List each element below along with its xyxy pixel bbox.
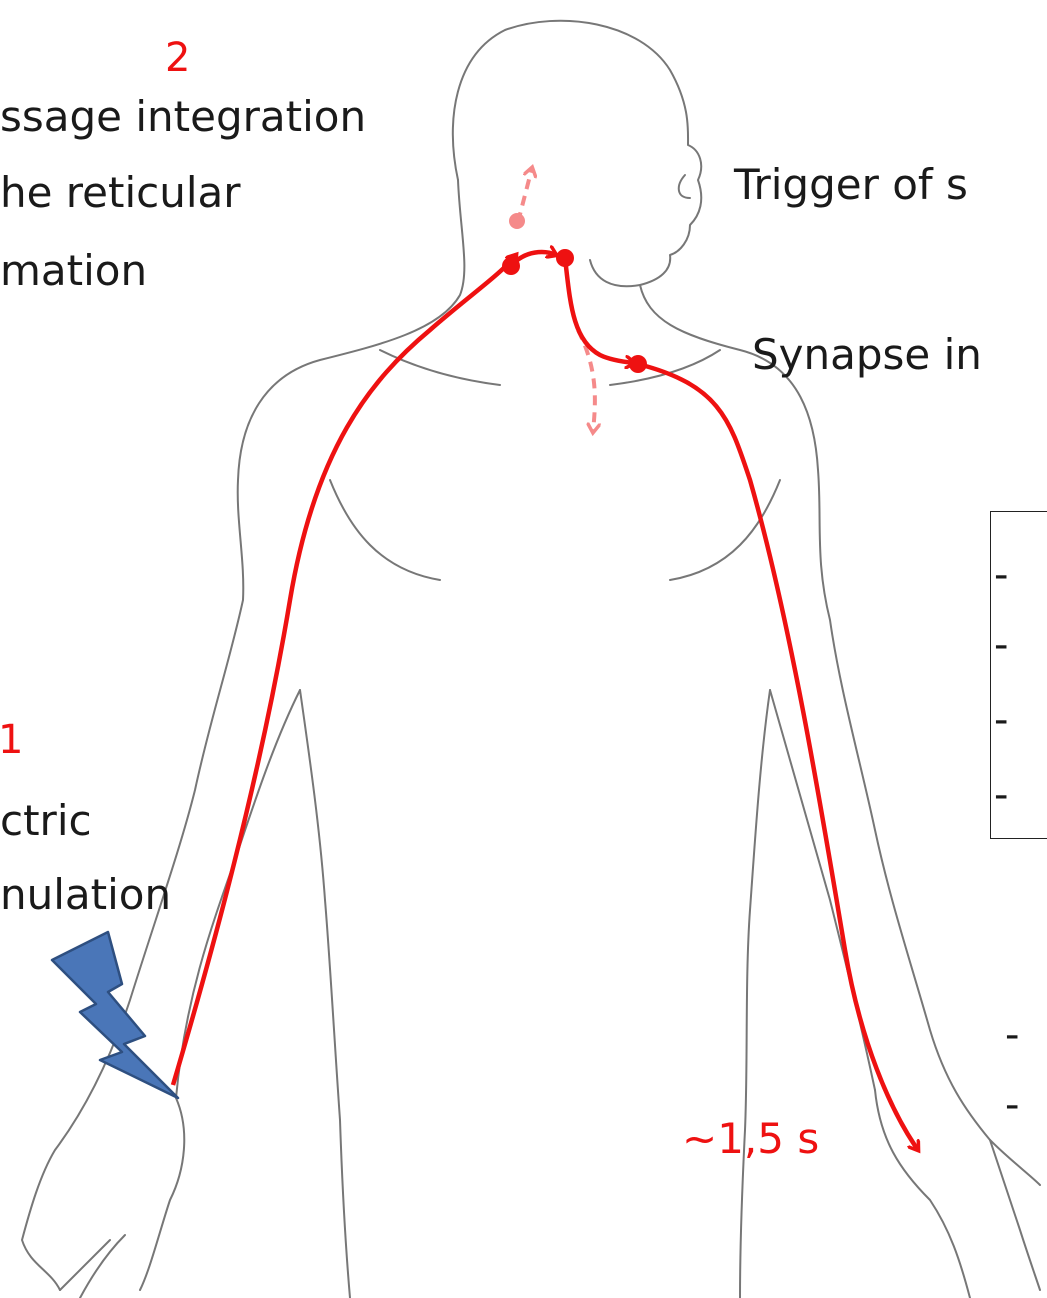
right-arm-outer xyxy=(640,285,1040,1185)
ear-outline xyxy=(679,175,690,198)
clavicle-right xyxy=(610,350,720,385)
branch-node xyxy=(509,213,525,229)
left-torso xyxy=(300,690,350,1298)
step2-line1: ssage integration xyxy=(0,96,366,138)
clavicle-left xyxy=(380,350,500,385)
box-item-1: - xyxy=(994,552,1008,598)
bottom-item-2: - xyxy=(1005,1082,1019,1128)
bottom-item-1: - xyxy=(1005,1012,1019,1058)
box-item-4: - xyxy=(994,772,1008,818)
step1-line2: nulation xyxy=(0,874,171,916)
box-item-3: - xyxy=(994,697,1008,743)
right-arm-inner xyxy=(770,690,875,1090)
timing-label: ~1,5 s xyxy=(682,1118,819,1160)
step1-line1: ctric xyxy=(0,800,92,842)
efferent-pathway xyxy=(638,364,918,1150)
step1-number: 1 xyxy=(0,720,23,760)
head-outline xyxy=(453,21,701,287)
synapse-node-3 xyxy=(629,355,647,373)
descending-pathway xyxy=(565,258,634,363)
synapse-label: Synapse in xyxy=(752,334,982,376)
step2-line3: mation xyxy=(0,250,147,292)
step2-number: 2 xyxy=(165,38,190,78)
synapse-node-2 xyxy=(556,249,574,267)
right-torso xyxy=(740,690,770,1298)
trigger-label: Trigger of s xyxy=(734,164,968,206)
box-item-2: - xyxy=(994,622,1008,668)
synapse-node-1 xyxy=(502,257,520,275)
left-arm-inner xyxy=(176,690,300,1098)
step2-line2: he reticular xyxy=(0,172,241,214)
left-hand xyxy=(60,1098,184,1298)
lightning-bolt-icon xyxy=(52,932,178,1098)
chest-left xyxy=(330,480,440,580)
left-arm-outer xyxy=(22,180,464,1290)
